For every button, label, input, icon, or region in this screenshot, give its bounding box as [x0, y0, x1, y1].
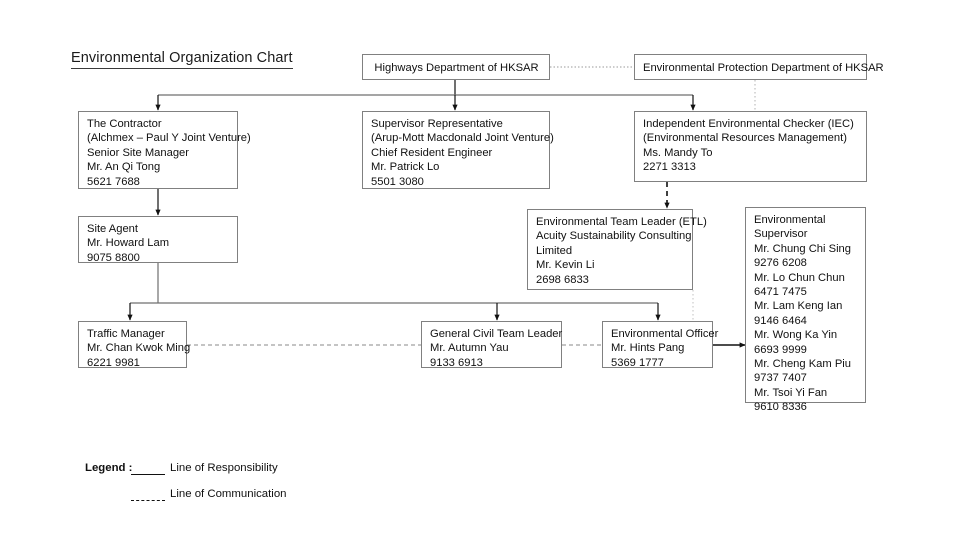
node-line: Supervisor [754, 228, 808, 241]
node-line: Mr. An Qi Tong [87, 161, 161, 174]
node-traffic-manager[interactable]: Traffic Manager Mr. Chan Kwok Ming 6221 … [78, 321, 191, 369]
node-line: 2698 6833 [536, 273, 589, 286]
node-line: 9133 6913 [430, 356, 483, 369]
node-line: Mr. Kevin Li [536, 259, 595, 272]
node-etl[interactable]: Environmental Team Leader (ETL) Acuity S… [527, 209, 707, 290]
node-site-agent[interactable]: Site Agent Mr. Howard Lam 9075 8800 [78, 216, 238, 264]
node-line: The Contractor [87, 118, 162, 130]
legend-responsibility-text: Line of Responsibility [170, 462, 278, 474]
node-line: Acuity Sustainability Consulting [536, 230, 692, 243]
node-line: Mr. Hints Pang [611, 342, 685, 355]
node-line: Limited [536, 244, 573, 257]
node-line: Environmental Team Leader (ETL) [536, 216, 707, 228]
node-line: Mr. Lo Chun Chun [754, 271, 845, 284]
node-line: General Civil Team Leader [430, 328, 563, 340]
legend-label: Legend : [85, 462, 133, 474]
node-highways-department[interactable]: Highways Department of HKSAR [362, 54, 550, 80]
node-iec[interactable]: Independent Environmental Checker (IEC) … [634, 111, 867, 182]
node-line: Traffic Manager [87, 328, 165, 340]
node-line: Mr. Autumn Yau [430, 342, 509, 355]
node-line: Mr. Tsoi Yi Fan [754, 386, 828, 399]
node-line: Ms. Mandy To [643, 146, 713, 159]
node-line: Environmental Protection Department of H… [643, 62, 884, 74]
node-line: (Arup-Mott Macdonald Joint Venture) [371, 132, 554, 145]
node-line: 6221 9981 [87, 356, 140, 369]
node-line: 2271 3313 [643, 161, 696, 174]
node-environmental-officer[interactable]: Environmental Officer Mr. Hints Pang 536… [602, 321, 719, 369]
node-line: Mr. Patrick Lo [371, 161, 440, 174]
node-line: (Environmental Resources Management) [643, 132, 847, 145]
node-line: 5501 3080 [371, 175, 424, 188]
page-title: Environmental Organization Chart [71, 50, 293, 69]
node-line: Mr. Cheng Kam Piu [754, 358, 851, 371]
node-epd[interactable]: Environmental Protection Department of H… [634, 54, 884, 80]
node-line: (Alchmex – Paul Y Joint Venture) [87, 132, 251, 145]
node-line: 9075 8800 [87, 251, 140, 264]
node-line: Site Agent [87, 223, 139, 235]
node-line: Supervisor Representative [371, 118, 503, 130]
node-line: Senior Site Manager [87, 146, 189, 159]
node-contractor[interactable]: The Contractor (Alchmex – Paul Y Joint V… [78, 111, 251, 189]
node-line: 9737 7407 [754, 372, 807, 385]
node-line: 9146 6464 [754, 314, 807, 327]
legend-communication-text: Line of Communication [170, 488, 287, 500]
node-line: 9276 6208 [754, 257, 807, 270]
node-line: Environmental Officer [611, 328, 719, 340]
node-line: Mr. Chan Kwok Ming [87, 342, 191, 355]
node-line: 9610 8336 [754, 401, 807, 414]
node-line: Chief Resident Engineer [371, 146, 493, 159]
node-line: 5369 1777 [611, 356, 664, 369]
node-line: Mr. Wong Ka Yin [754, 329, 838, 342]
node-line: Mr. Chung Chi Sing [754, 242, 852, 255]
node-line: 6693 9999 [754, 343, 807, 356]
node-environmental-supervisor[interactable]: Environmental Supervisor Mr. Chung Chi S… [745, 207, 866, 413]
node-line: Independent Environmental Checker (IEC) [643, 118, 854, 130]
node-line: Highways Department of HKSAR [374, 62, 539, 74]
node-line: 5621 7688 [87, 175, 140, 188]
node-line: Environmental [754, 214, 826, 226]
legend-solid-line-swatch [131, 474, 165, 475]
node-line: Mr. Howard Lam [87, 237, 170, 250]
node-general-civil-team-leader[interactable]: General Civil Team Leader Mr. Autumn Yau… [421, 321, 563, 369]
node-line: 6471 7475 [754, 286, 807, 299]
node-line: Mr. Lam Keng Ian [754, 300, 843, 313]
node-supervisor-representative[interactable]: Supervisor Representative (Arup-Mott Mac… [362, 111, 554, 189]
legend-dashed-line-swatch [131, 500, 165, 501]
